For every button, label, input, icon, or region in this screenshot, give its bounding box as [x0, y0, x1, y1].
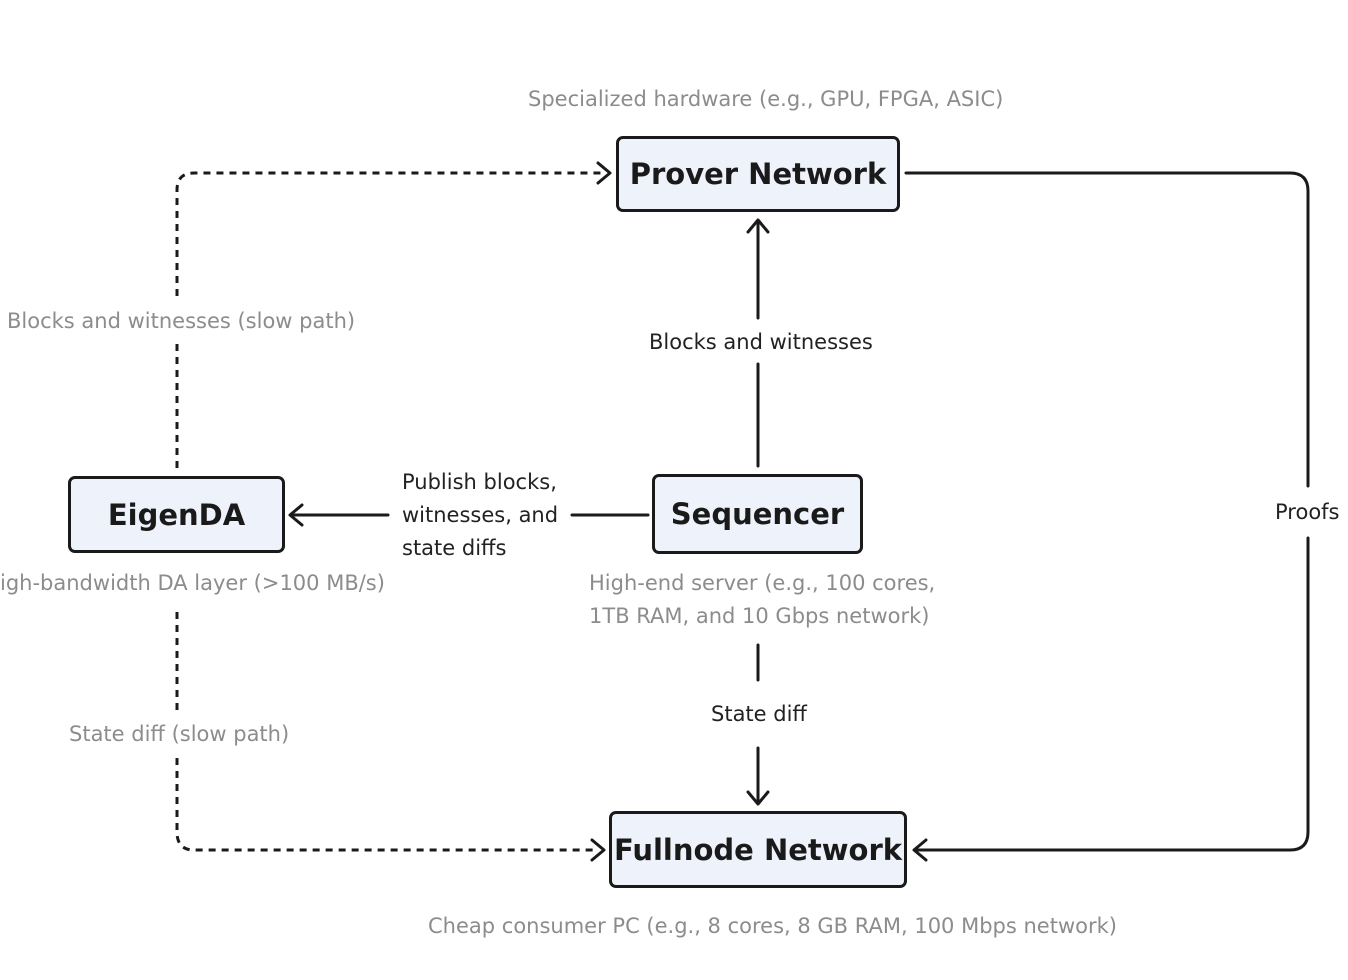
- eigenda-node: EigenDA: [68, 476, 285, 553]
- arrowhead-up-prover: [746, 218, 770, 234]
- edge-label-state-diff: State diff: [711, 698, 807, 731]
- arrowhead-right-prover-dotted: [596, 161, 612, 185]
- publish-line-3: state diffs: [402, 536, 507, 560]
- edge-label-publish: Publish blocks, witnesses, and state dif…: [402, 466, 559, 565]
- sequencer-hw-line-2: 1TB RAM, and 10 Gbps network): [589, 604, 930, 628]
- proofs-connector-lower: [914, 536, 1310, 852]
- edge-label-blocks-witnesses-slow: Blocks and witnesses (slow path): [7, 305, 356, 338]
- sequencer-hardware-note: High-end server (e.g., 100 cores, 1TB RA…: [589, 567, 936, 633]
- arrowhead-left-fullnode: [912, 838, 928, 862]
- fullnode-network-label: Fullnode Network: [613, 832, 903, 867]
- sequencer-hw-line-1: High-end server (e.g., 100 cores,: [589, 571, 936, 595]
- eigenda-to-fullnode-dotted-lower: [175, 758, 598, 852]
- sequencer-label: Sequencer: [670, 497, 845, 531]
- publish-line-1: Publish blocks,: [402, 470, 557, 494]
- arrowhead-down-fullnode: [746, 790, 770, 806]
- arrowhead-right-fullnode-dotted: [590, 838, 606, 862]
- edge-label-proofs: Proofs: [1275, 496, 1340, 529]
- prover-network-node: Prover Network: [616, 136, 900, 212]
- eigenda-label: EigenDA: [107, 497, 246, 532]
- prover-network-label: Prover Network: [629, 157, 887, 191]
- fullnode-network-node: Fullnode Network: [609, 811, 907, 888]
- eigenda-hardware-note: igh-bandwidth DA layer (>100 MB/s): [0, 567, 385, 600]
- edge-label-blocks-witnesses: Blocks and witnesses: [649, 326, 873, 359]
- prover-hardware-note: Specialized hardware (e.g., GPU, FPGA, A…: [528, 83, 1004, 116]
- proofs-connector-upper: [904, 171, 1310, 488]
- arrowhead-left-eigenda: [288, 503, 304, 527]
- sequencer-node: Sequencer: [652, 474, 863, 554]
- fullnode-hardware-note: Cheap consumer PC (e.g., 8 cores, 8 GB R…: [428, 910, 1117, 943]
- eigenda-to-prover-dotted-upper: [175, 171, 604, 296]
- edge-label-state-diff-slow: State diff (slow path): [69, 718, 290, 751]
- publish-line-2: witnesses, and: [402, 503, 559, 527]
